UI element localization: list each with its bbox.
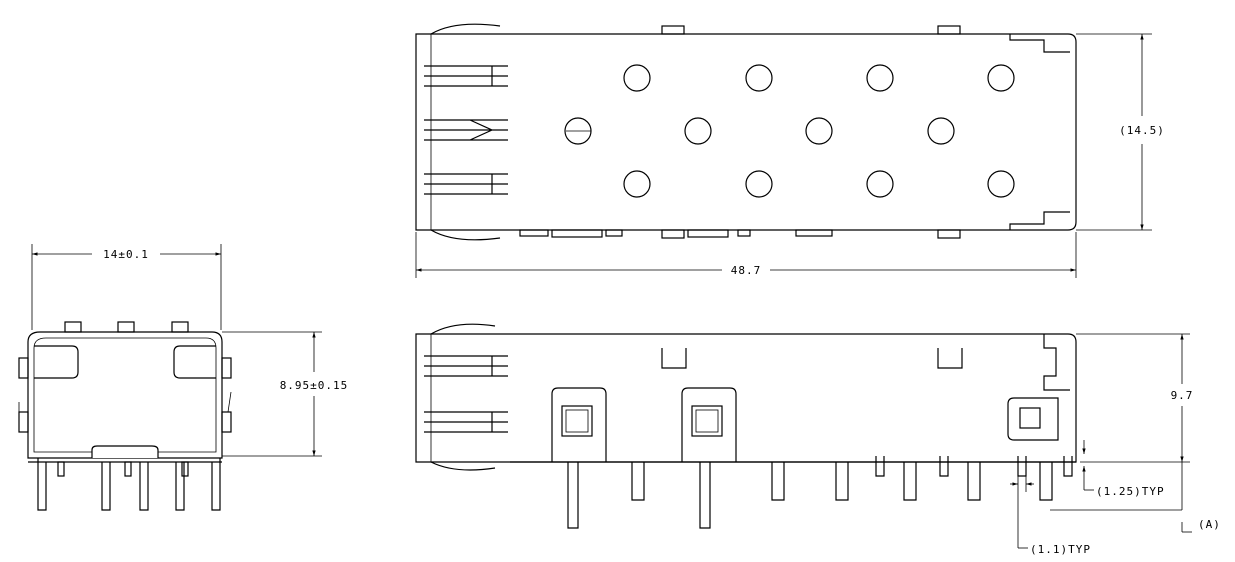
label-front-height: 8.95±0.15 (280, 379, 349, 392)
label-pin-offset: (1.25)TYP (1096, 485, 1165, 498)
side-view (415, 323, 1077, 529)
label-datum: (A) (1198, 518, 1221, 531)
dim-front-width: 14±0.1 (31, 244, 222, 330)
top-view (415, 23, 1077, 241)
dim-pin-offset: (1.25)TYP (1082, 440, 1165, 498)
label-top-width: (14.5) (1119, 124, 1165, 137)
label-pin-width: (1.1)TYP (1030, 543, 1091, 556)
dim-top-length: 48.7 (415, 232, 1077, 278)
front-view (18, 321, 232, 511)
dim-front-height: 8.95±0.15 (222, 331, 349, 457)
dim-top-width: (14.5) (1076, 33, 1165, 231)
datum-a: (A) (1050, 462, 1221, 533)
dim-side-height: 9.7 (1076, 333, 1194, 463)
dim-pin-width: (1.1)TYP (1010, 476, 1091, 556)
label-side-height: 9.7 (1171, 389, 1194, 402)
label-front-width: 14±0.1 (103, 248, 149, 261)
label-top-length: 48.7 (731, 264, 762, 277)
